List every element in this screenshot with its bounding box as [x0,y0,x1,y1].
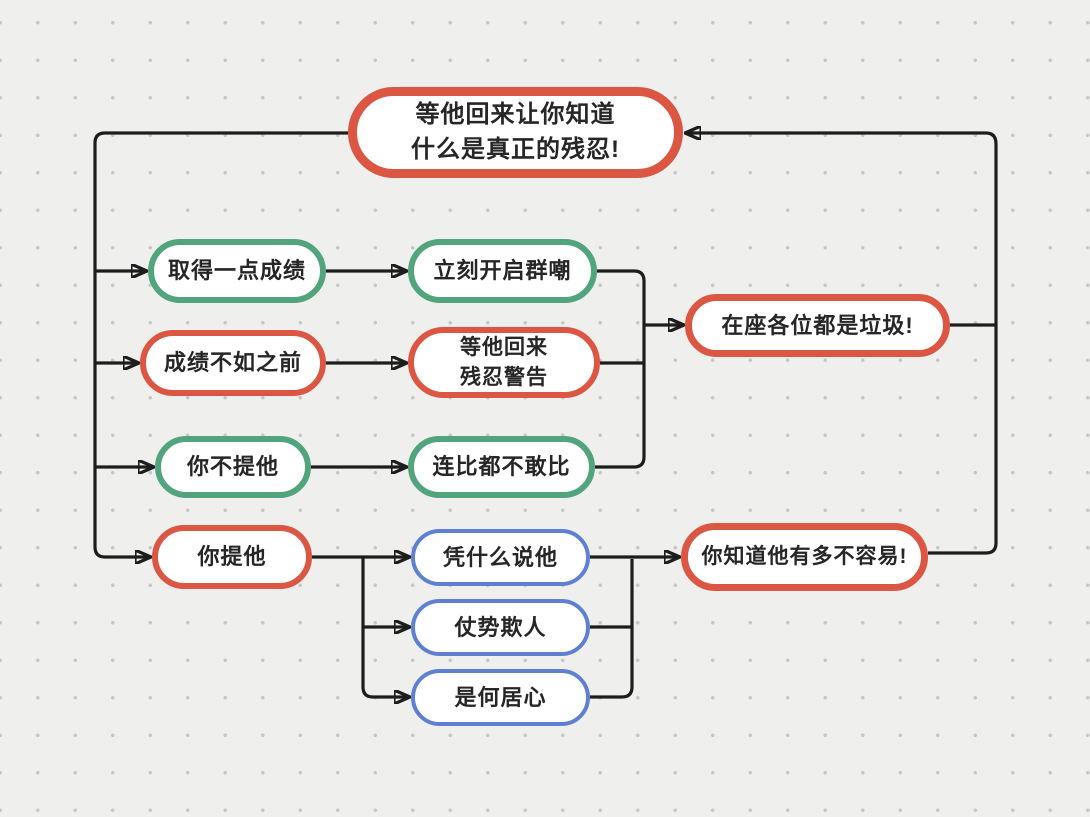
node-final-cruelty-warning: 等他回来让你知道什么是真正的残忍! [348,87,683,178]
node-label-line: 你提他 [197,544,267,570]
node-what-are-your-intentions: 是何居心 [411,669,590,726]
node-label-line: 你不提他 [186,454,279,480]
node-label-line: 残忍警告 [460,365,548,389]
node-label-line: 取得一点成绩 [167,258,306,284]
node-you-dont-mention-him: 你不提他 [155,436,311,498]
node-label-line: 凭什么说他 [442,544,558,570]
node-cruel-warning-on-return: 等他回来残忍警告 [408,327,600,398]
edge-how-hard-to-final [686,133,998,555]
node-label-line: 在座各位都是垃圾! [721,312,914,338]
node-start-group-mocking: 立刻开启群嘲 [408,239,597,303]
node-label-line: 什么是真正的残忍! [411,135,620,163]
edge-bottom-merge-rail [590,559,634,699]
edge-final-to-left-trunk [93,131,348,557]
node-label-line: 等他回来 [460,335,548,359]
edge-mention-branch-down [361,558,409,697]
node-results-worse-than-before: 成绩不如之前 [140,330,326,396]
node-label-line: 成绩不如之前 [163,350,302,376]
node-label-line: 立刻开启群嘲 [433,258,572,284]
node-everyone-here-is-trash: 在座各位都是垃圾! [685,294,950,357]
node-you-mention-him: 你提他 [152,525,312,589]
node-bullying-with-power: 仗势欺人 [411,599,590,656]
node-label-line: 是何居心 [454,684,547,710]
node-label-line: 你知道他有多不容易! [701,545,908,569]
node-label-line: 仗势欺人 [454,614,547,640]
node-dare-not-even-compare: 连比都不敢比 [408,436,595,498]
node-you-know-how-hard-for-him: 你知道他有多不容易! [681,523,928,591]
node-label-line: 连比都不敢比 [432,454,571,480]
edge-top-merge-rail [595,269,646,469]
node-label-line: 等他回来让你知道 [415,101,616,129]
node-got-some-results: 取得一点成绩 [148,239,326,303]
node-why-criticize-him: 凭什么说他 [411,529,590,586]
